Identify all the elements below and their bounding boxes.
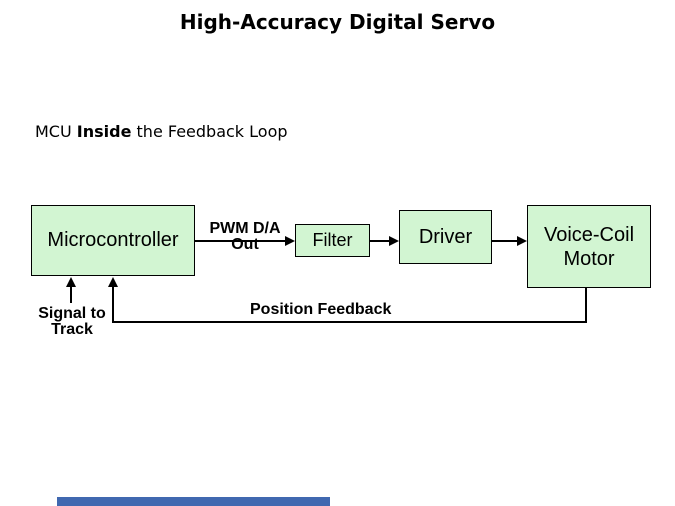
block-driver: Driver [399, 210, 492, 264]
arrow-right-icon [285, 236, 295, 246]
connector-filter-to-driver-line [370, 240, 391, 242]
feedback-line-down [585, 288, 587, 323]
feedback-line-up [112, 287, 114, 321]
signal-arrow-line [70, 287, 72, 303]
arrow-up-icon [108, 277, 118, 287]
label-signal-line2: Track [51, 321, 93, 338]
subtitle-pre: MCU [35, 122, 72, 141]
subtitle-post: the Feedback Loop [136, 122, 288, 141]
label-signal-line1: Signal to [38, 305, 106, 322]
footer-accent-bar [57, 497, 330, 506]
block-microcontroller: Microcontroller [31, 205, 195, 276]
connector-micro-to-filter-line [195, 240, 287, 242]
arrow-right-icon [517, 236, 527, 246]
page-title: High-Accuracy Digital Servo [179, 10, 496, 34]
block-filter: Filter [295, 224, 370, 257]
connector-driver-to-motor-line [492, 240, 519, 242]
arrow-right-icon [389, 236, 399, 246]
label-signal-to-track: Signal to Track [34, 306, 110, 338]
label-pwm-line2: Out [231, 236, 259, 253]
feedback-line-horizontal [112, 321, 587, 323]
label-pwm-da-out: PWM D/A Out [200, 221, 290, 253]
label-pwm-line1: PWM D/A [209, 220, 281, 237]
subtitle: MCU Inside the Feedback Loop [35, 122, 288, 142]
block-label-driver: Driver [418, 225, 473, 248]
block-label-filter: Filter [312, 230, 353, 250]
block-label-voice-coil-motor: Voice-Coil Motor [543, 223, 635, 270]
subtitle-emphasis: Inside [76, 122, 132, 141]
block-label-microcontroller: Microcontroller [47, 229, 179, 251]
arrow-up-icon [66, 277, 76, 287]
block-voice-coil-motor: Voice-Coil Motor [527, 205, 651, 288]
label-position-feedback: Position Feedback [250, 301, 392, 318]
